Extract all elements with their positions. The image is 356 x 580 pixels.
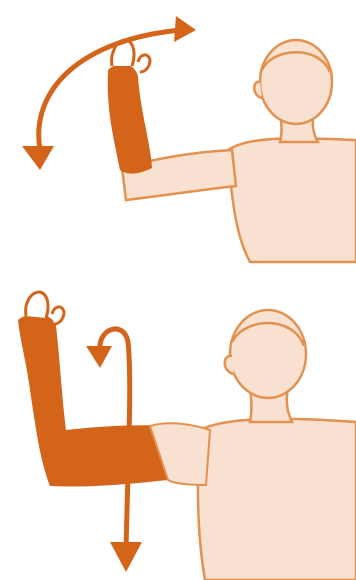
torso (228, 138, 356, 262)
figure-whole-arm-rotation (0, 280, 356, 580)
forearm-rotation-illustration (0, 0, 356, 280)
torso (198, 419, 356, 580)
whole-arm-rotation-illustration (0, 280, 356, 580)
person-body (198, 310, 356, 580)
highlighted-whole-arm (18, 314, 172, 487)
highlighted-forearm (108, 64, 152, 174)
figure-forearm-rotation (0, 0, 356, 280)
person-body (228, 40, 356, 262)
